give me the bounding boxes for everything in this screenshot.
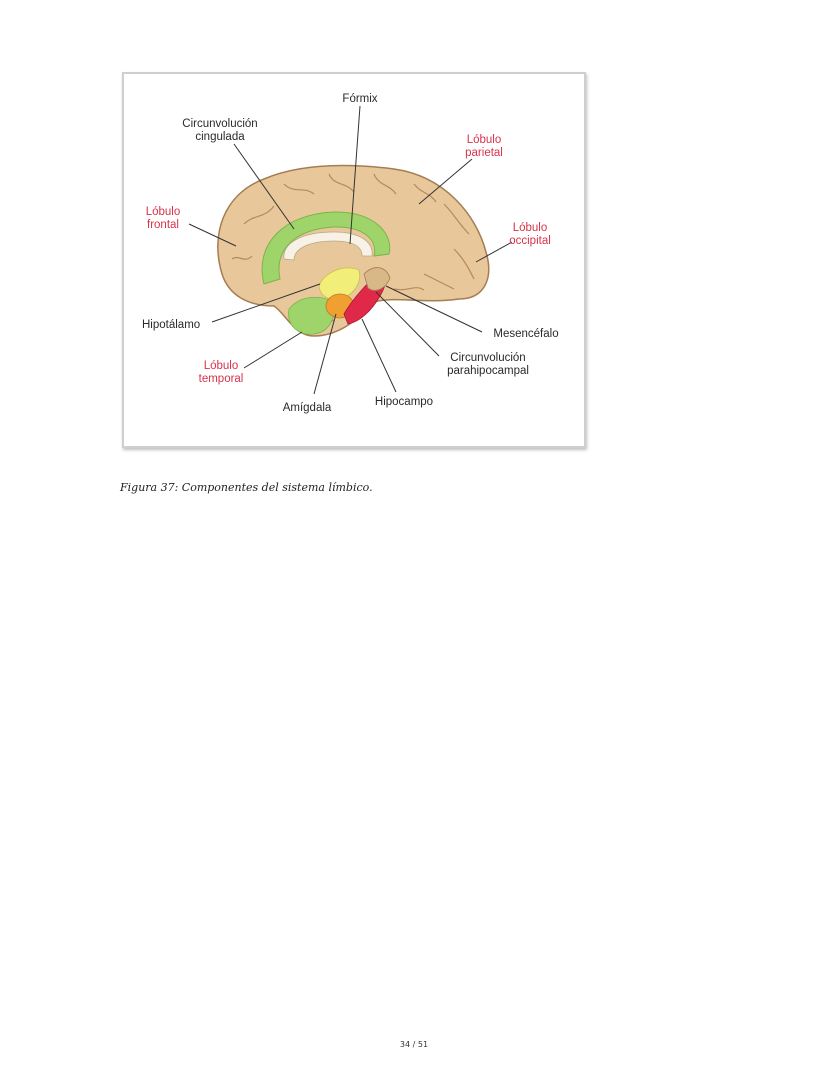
label-temporal-line1: Lóbulo <box>204 360 239 372</box>
figure-caption: Figura 37: Componentes del sistema límbi… <box>120 481 373 494</box>
label-cingulate-line1: Circunvolución <box>182 118 257 130</box>
label-frontal-line1: Lóbulo <box>146 206 181 218</box>
label-parahippocampal-line2: parahipocampal <box>447 365 529 377</box>
label-fornix: Fórmix <box>342 93 377 105</box>
label-hypothalamus: Hipotálamo <box>142 319 200 331</box>
label-temporal-line2: temporal <box>199 373 244 385</box>
limbic-system-figure: Fórmix Circunvolución cingulada Lóbulo p… <box>122 72 586 448</box>
label-parietal-line2: parietal <box>465 147 503 159</box>
label-parahippocampal-line1: Circunvolución <box>450 352 525 364</box>
leader-lines <box>188 105 513 395</box>
page-number: 34 / 51 <box>399 1040 429 1049</box>
thalamus <box>318 267 361 300</box>
label-parietal-line1: Lóbulo <box>467 134 502 146</box>
label-amygdala: Amígdala <box>283 402 332 414</box>
label-cingulate-line2: cingulada <box>195 131 245 143</box>
parahippocampal-gyrus <box>288 296 335 335</box>
brain-diagram: Fórmix Circunvolución cingulada Lóbulo p… <box>142 93 559 414</box>
brainstem <box>363 267 391 291</box>
label-hippocampus: Hipocampo <box>375 396 433 408</box>
label-occipital-line1: Lóbulo <box>513 222 548 234</box>
label-occipital-line2: occipital <box>509 235 551 247</box>
label-frontal-line2: frontal <box>147 219 179 231</box>
label-midbrain: Mesencéfalo <box>493 328 558 340</box>
cingulate-gyrus <box>261 211 391 285</box>
